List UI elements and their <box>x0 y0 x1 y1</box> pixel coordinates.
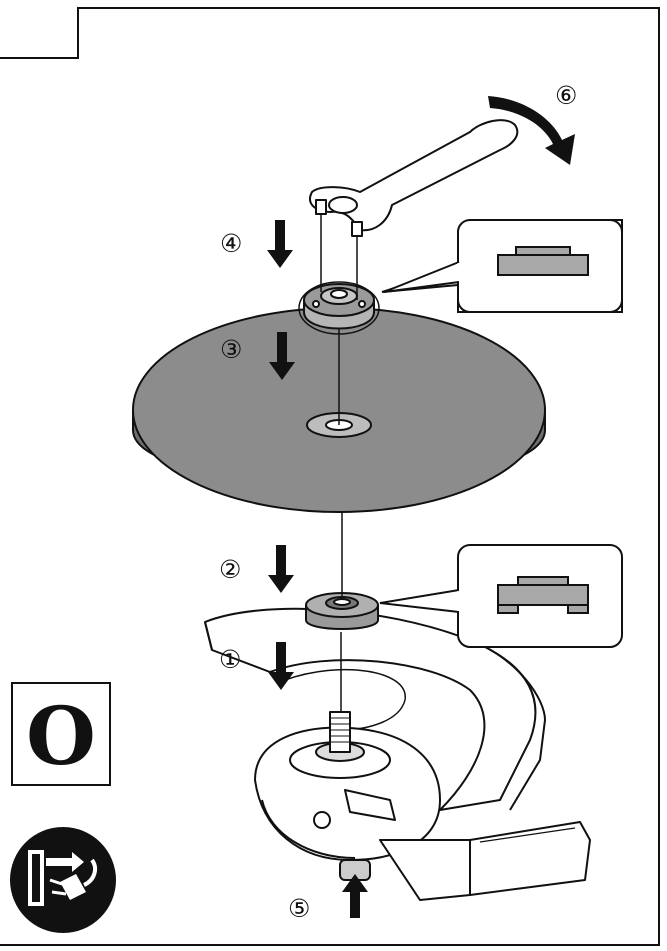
grinder-body <box>204 607 591 901</box>
callout-nut-section <box>381 219 623 313</box>
arrow-step-4 <box>267 220 293 268</box>
arrows <box>267 96 575 918</box>
step-label-5: ⑤ <box>288 894 310 923</box>
step-label-2: ② <box>219 555 241 584</box>
page-frame <box>0 7 660 946</box>
step-label-1: ① <box>219 645 241 674</box>
mode-letter: O <box>26 689 96 783</box>
arrow-step-1 <box>268 642 294 690</box>
alignment-lines <box>320 210 358 712</box>
arrow-step-6-rotate <box>488 96 575 165</box>
callout-flange-section <box>379 544 623 648</box>
step-label-6: ⑥ <box>555 81 577 110</box>
unplug-power-icon <box>10 827 116 933</box>
step-label-3: ③ <box>220 335 242 364</box>
step-labels: ④ ③ ② ① ⑤ ⑥ <box>219 81 577 923</box>
inner-flange <box>305 592 379 630</box>
arrow-step-2 <box>268 545 294 593</box>
lock-nut <box>303 283 375 330</box>
mode-box <box>11 682 111 786</box>
step-label-4: ④ <box>220 229 242 258</box>
arrow-step-5 <box>342 874 368 918</box>
pin-spanner-icon <box>309 119 519 237</box>
arrow-step-3 <box>269 332 295 380</box>
